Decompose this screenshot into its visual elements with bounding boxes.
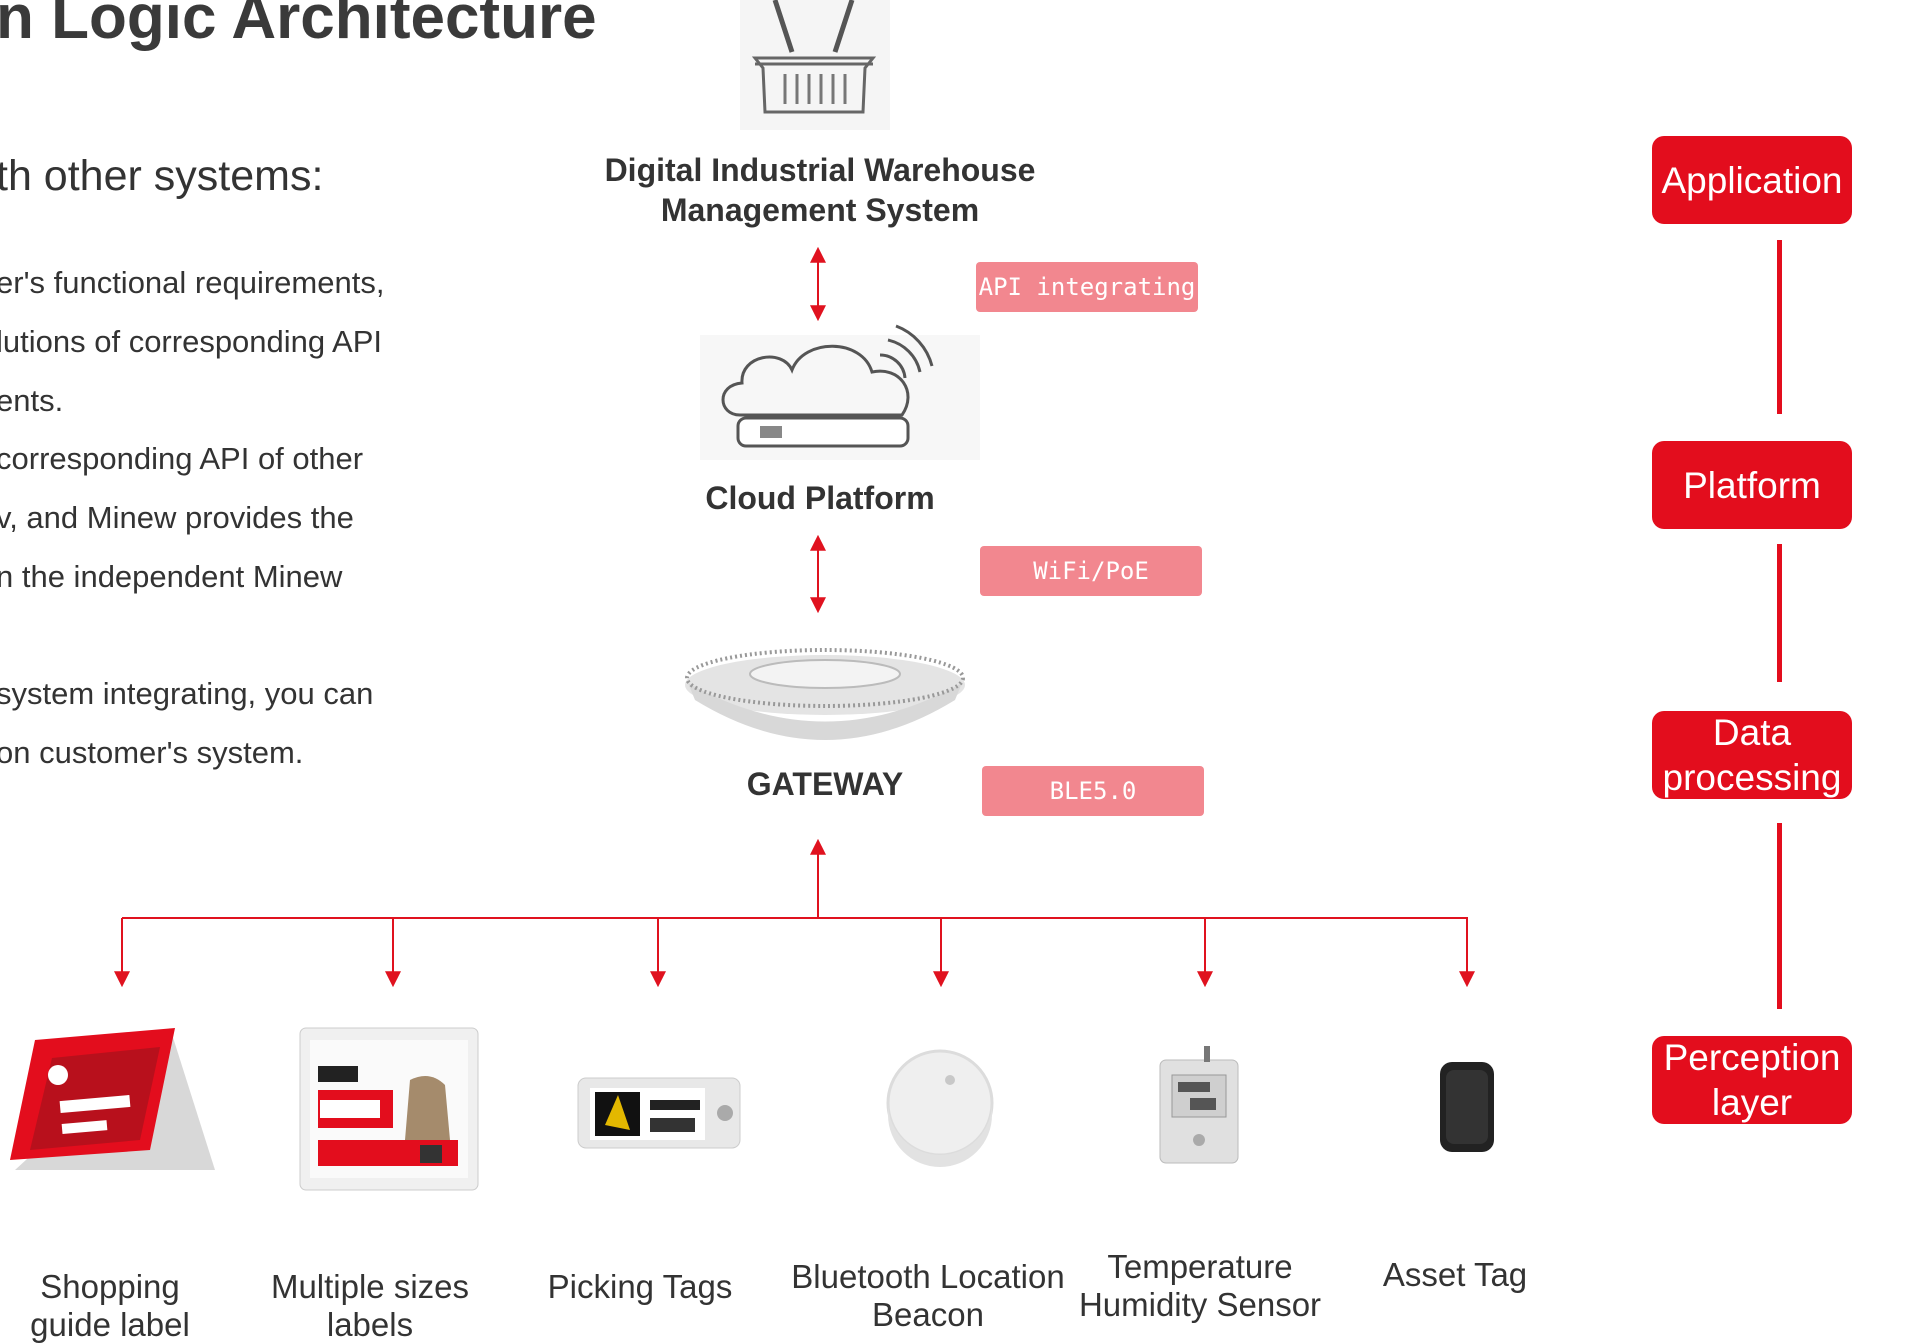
- body-text-line: on customer's system.: [0, 735, 304, 770]
- price-label-image: [299, 1027, 479, 1191]
- body-text-line: corresponding API of other: [0, 441, 364, 476]
- basket-icon: [740, 0, 890, 130]
- asset-tag-image: [1440, 1062, 1494, 1152]
- sensor-image: [1159, 1046, 1239, 1164]
- layer-perception: Perception layer: [1652, 1036, 1852, 1124]
- body-text-line: v, and Minew provides the: [0, 500, 354, 535]
- layer-connector: [1777, 544, 1782, 682]
- body-text-line: n the independent Minew: [0, 559, 343, 594]
- architecture-diagram: [10, 0, 1494, 1191]
- wifi-poe-badge: WiFi/PoE: [980, 546, 1202, 596]
- device-label-multiple-sizes: Multiple sizes labels: [270, 1268, 470, 1343]
- gateway-icon: [685, 648, 965, 740]
- section-subtitle: th other systems:: [0, 152, 324, 200]
- body-text-line: lutions of corresponding API: [0, 324, 383, 359]
- shopping-guide-label-image: [10, 1028, 215, 1170]
- layer-application: Application: [1652, 136, 1852, 224]
- gateway-label: GATEWAY: [746, 766, 904, 802]
- picking-tag-image: [577, 1077, 741, 1149]
- body-text-line: system integrating, you can: [0, 676, 374, 711]
- api-integrating-badge: API integrating: [976, 262, 1198, 312]
- layer-data-processing: Data processing: [1652, 711, 1852, 799]
- device-label-bluetooth-beacon: Bluetooth Location Beacon: [791, 1258, 1065, 1333]
- cloud-icon: [700, 324, 980, 460]
- warehouse-system-label: Digital Industrial Warehouse Management …: [604, 152, 1036, 228]
- device-label-asset-tag: Asset Tag: [1382, 1256, 1528, 1293]
- ble-badge: BLE5.0: [982, 766, 1204, 816]
- cloud-platform-label: Cloud Platform: [705, 480, 935, 516]
- device-label-shopping-guide: Shopping guide label: [30, 1268, 190, 1343]
- body-text-line: ents.: [0, 383, 64, 418]
- page-title: n Logic Architecture: [0, 0, 597, 52]
- layer-connector: [1777, 240, 1782, 414]
- body-text-line: er's functional requirements,: [0, 265, 385, 300]
- beacon-image: [886, 1049, 994, 1167]
- layer-platform: Platform: [1652, 441, 1852, 529]
- device-label-picking-tags: Picking Tags: [547, 1268, 733, 1305]
- device-label-temperature-sensor: Temperature Humidity Sensor: [1078, 1248, 1322, 1323]
- layer-connector: [1777, 823, 1782, 1009]
